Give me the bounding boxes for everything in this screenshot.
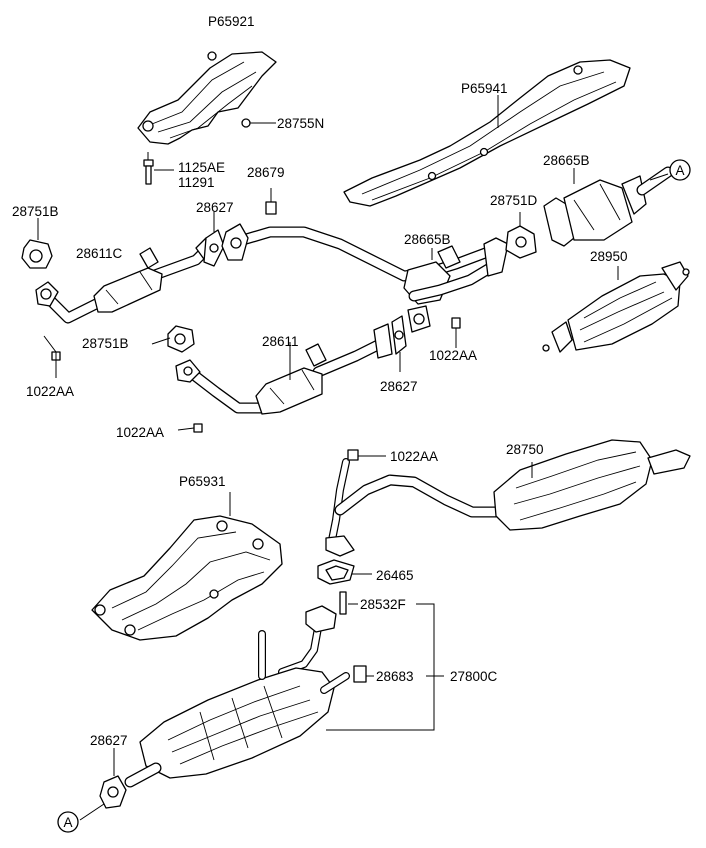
- gasket-28751d[interactable]: [505, 225, 537, 259]
- label-p65931: P65931: [179, 474, 226, 489]
- center-pipe-lower-branch[interactable]: [408, 237, 509, 302]
- svg-text:A: A: [63, 815, 72, 830]
- label-28751d: 28751D: [490, 193, 538, 208]
- label-28665b-mid: 28665B: [404, 232, 451, 247]
- nut-28679[interactable]: [265, 201, 277, 215]
- center-pipe[interactable]: [221, 223, 494, 305]
- nut-1022aa-muffler[interactable]: [347, 449, 359, 461]
- label-28627-bottom: 28627: [90, 733, 128, 748]
- connector-a-top[interactable]: A: [669, 159, 691, 181]
- label-1022aa-muffler: 1022AA: [390, 449, 438, 464]
- label-28627-mid: 28627: [380, 379, 418, 394]
- front-pipe-28611c[interactable]: [35, 237, 215, 324]
- gasket-28627-top[interactable]: [203, 229, 225, 267]
- label-1022aa-left: 1022AA: [26, 384, 74, 399]
- gasket-28627-mid[interactable]: [391, 315, 407, 355]
- label-28751b-mid: 28751B: [82, 336, 129, 351]
- label-28750: 28750: [506, 442, 544, 457]
- nut-1022aa-lower[interactable]: [193, 423, 203, 433]
- gasket-28627-bottom[interactable]: [99, 775, 127, 809]
- label-28683: 28683: [376, 669, 414, 684]
- label-28665b-top: 28665B: [543, 153, 590, 168]
- stud-28532f[interactable]: [339, 591, 347, 615]
- label-28611: 28611: [262, 334, 299, 349]
- center-muffler-27800c[interactable]: [124, 605, 350, 788]
- flange-mid[interactable]: [407, 305, 431, 333]
- label-28627-top: 28627: [196, 200, 234, 215]
- label-11291: 11291: [178, 175, 215, 190]
- label-28611c: 28611C: [76, 246, 123, 261]
- label-28532f: 28532F: [360, 597, 406, 612]
- label-28751b-left: 28751B: [12, 204, 59, 219]
- catalytic-converter-28950[interactable]: [542, 261, 690, 353]
- label-28950: 28950: [590, 249, 628, 264]
- heat-shield-p65941[interactable]: [343, 59, 631, 207]
- label-1125ae: 1125AE: [178, 160, 225, 175]
- bolt-1125ae[interactable]: [143, 159, 154, 185]
- connector-a-bottom[interactable]: A: [57, 811, 79, 833]
- label-26465: 26465: [376, 568, 414, 583]
- label-p65921: P65921: [208, 14, 255, 29]
- label-28679: 28679: [247, 165, 285, 180]
- svg-text:A: A: [675, 163, 684, 178]
- catalytic-converter-28665b[interactable]: [543, 166, 674, 247]
- gasket-28751b-left[interactable]: [21, 239, 53, 269]
- label-p65941: P65941: [461, 81, 508, 96]
- label-28755n: 28755N: [277, 116, 324, 131]
- label-1022aa-right: 1022AA: [429, 348, 477, 363]
- label-27800c: 27800C: [450, 669, 498, 684]
- gasket-26465[interactable]: [317, 559, 355, 585]
- nut-1022aa-right[interactable]: [451, 317, 461, 329]
- heat-shield-p65921[interactable]: [137, 51, 277, 145]
- clip-28683[interactable]: [353, 665, 367, 683]
- heat-shield-p65931[interactable]: [91, 515, 283, 641]
- gasket-28751b-mid[interactable]: [167, 325, 195, 353]
- front-pipe-28611[interactable]: [175, 323, 393, 415]
- label-1022aa-lower: 1022AA: [116, 425, 164, 440]
- bolt-28755n[interactable]: [241, 118, 251, 128]
- rear-muffler-28750[interactable]: [325, 439, 691, 557]
